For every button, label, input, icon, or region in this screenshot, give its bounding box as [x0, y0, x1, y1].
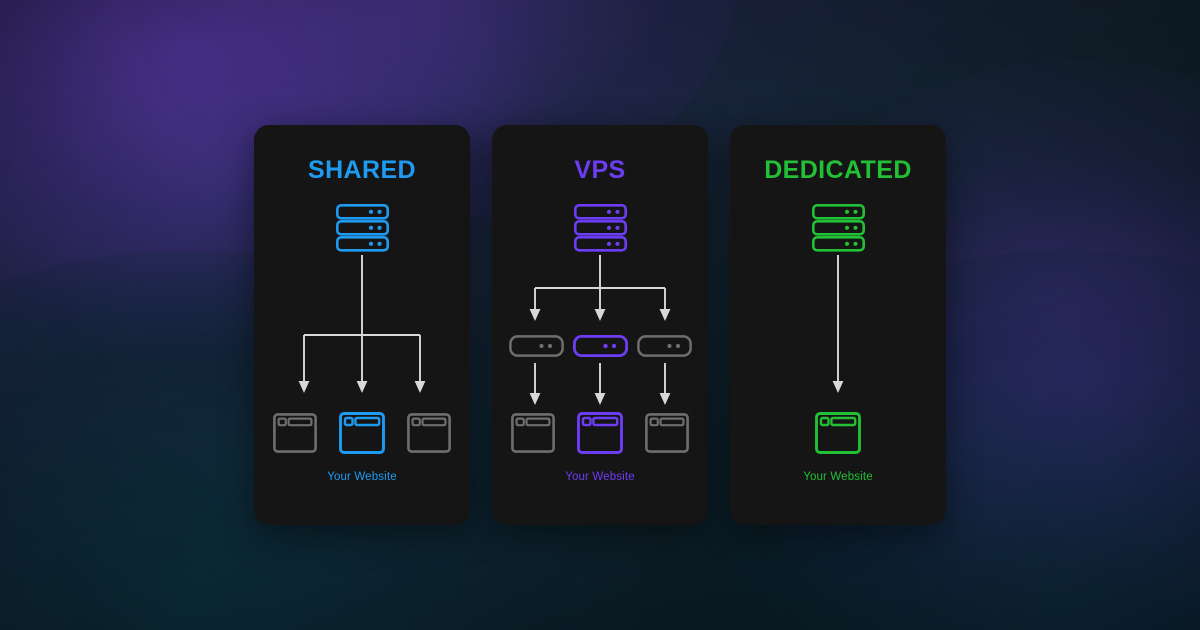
vps-slice-icon-active — [572, 334, 628, 358]
your-website-label-shared: Your Website — [327, 471, 397, 483]
connector-down-arrows-vps — [492, 361, 708, 411]
connector-fanout-vps — [492, 253, 708, 333]
website-row-vps — [492, 410, 708, 456]
browser-window-icon-active — [815, 412, 861, 454]
server-row-dedicated — [730, 203, 946, 253]
card-vps[interactable]: VPS — [492, 125, 708, 525]
diagram-dedicated: Your Website — [730, 203, 946, 493]
card-title-dedicated: DEDICATED — [764, 156, 912, 184]
server-stack-icon — [573, 203, 627, 252]
card-title-vps: VPS — [574, 156, 626, 184]
connector-fanout-shared — [254, 253, 470, 405]
website-row-dedicated — [730, 410, 946, 456]
browser-window-icon-inactive — [273, 413, 317, 453]
browser-window-icon-inactive — [511, 413, 555, 453]
card-title-shared: SHARED — [308, 156, 416, 184]
card-shared[interactable]: SHARED — [254, 125, 470, 525]
server-stack-icon — [335, 203, 389, 252]
browser-window-icon-inactive — [407, 413, 451, 453]
card-dedicated[interactable]: DEDICATED — [730, 125, 946, 525]
diagram-vps: Your Website — [492, 203, 708, 493]
vps-node-row — [492, 333, 708, 359]
your-website-label-vps: Your Website — [565, 471, 635, 483]
vps-slice-icon-inactive — [508, 335, 564, 357]
website-row-shared — [254, 410, 470, 456]
server-stack-icon — [811, 203, 865, 252]
diagram-shared: Your Website — [254, 203, 470, 493]
browser-window-icon-active — [577, 412, 623, 454]
your-website-label-dedicated: Your Website — [803, 471, 873, 483]
server-row-shared — [254, 203, 470, 253]
server-row-vps — [492, 203, 708, 253]
connector-single-arrow-dedicated — [730, 253, 946, 405]
vps-slice-icon-inactive — [636, 335, 692, 357]
browser-window-icon-inactive — [645, 413, 689, 453]
browser-window-icon-active — [339, 412, 385, 454]
hosting-type-cards: SHARED — [0, 125, 1200, 525]
